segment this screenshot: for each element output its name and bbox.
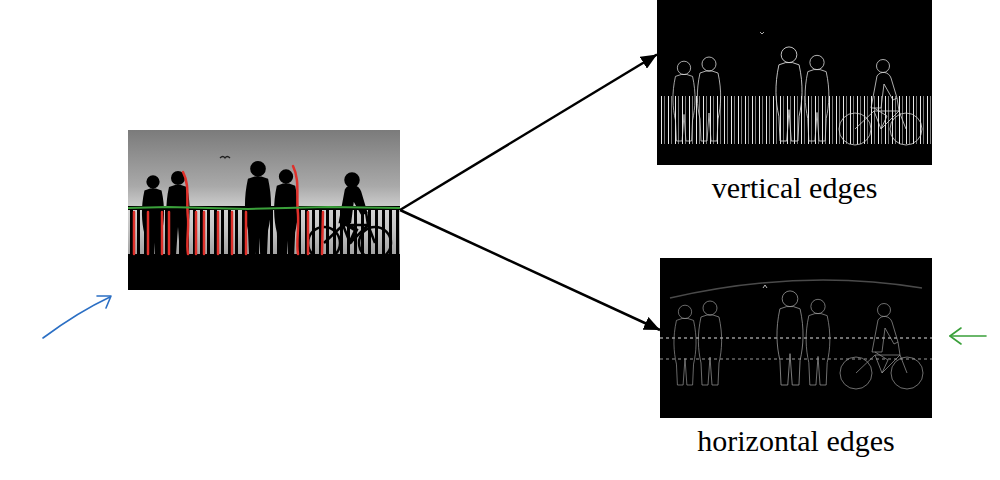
image-area (657, 0, 932, 165)
illustration-shape (346, 174, 359, 187)
green-annotation-arrow (950, 328, 986, 344)
illustration-shape (673, 61, 695, 141)
arrow-connector (400, 54, 657, 210)
illustration-shape (97, 296, 111, 308)
edge-lines (670, 280, 922, 298)
illustration-shape (697, 57, 720, 141)
illustration-shape (950, 335, 986, 337)
illustration-shape (293, 166, 298, 254)
blue-annotation-arrow (43, 296, 111, 338)
image-panel: vertical edges (657, 0, 932, 206)
edge-lines (660, 338, 932, 359)
red-annotation (134, 166, 323, 254)
caption-text: vertical edges (712, 171, 878, 206)
illustration-shape (274, 169, 298, 255)
illustration-shape (659, 32, 931, 145)
image-ground (660, 258, 932, 418)
bird (220, 157, 230, 159)
illustration-shape (183, 172, 188, 254)
illustration-shape (698, 301, 721, 385)
photo-panel (128, 130, 400, 290)
illustration-shape (805, 55, 829, 141)
image-ground (657, 0, 932, 165)
green-annotation (128, 207, 400, 209)
image-caption: vertical edges (657, 165, 932, 206)
image-panel: horizontal edges (660, 258, 932, 459)
illustration-shape (340, 186, 366, 222)
illustration-shape (760, 32, 764, 34)
illustration-shape (674, 305, 696, 385)
illustration-shape (777, 291, 803, 385)
caption-text: horizontal edges (697, 424, 894, 459)
edge-outlines (674, 291, 923, 389)
image-area (660, 258, 932, 418)
illustration-shape (806, 299, 830, 385)
illustration-shape (776, 47, 802, 141)
horizontal-edge-image (660, 258, 932, 418)
silhouette-photo (128, 130, 400, 290)
illustration-shape (839, 60, 922, 146)
vertical-edge-image (657, 0, 932, 165)
edge-outlines (673, 47, 922, 145)
illustration-shape (660, 358, 932, 359)
ground (128, 254, 400, 290)
illustration-shape (343, 222, 356, 243)
arrow-connector (400, 210, 660, 330)
cyclist (308, 174, 391, 260)
image-area (128, 130, 400, 290)
image-caption: horizontal edges (660, 418, 932, 459)
illustration-shape (950, 328, 961, 344)
illustration-shape (142, 175, 164, 255)
illustration-shape (763, 285, 767, 288)
illustration-shape (43, 297, 110, 338)
sky (128, 130, 400, 290)
illustration-shape (134, 212, 323, 254)
illustration-shape (840, 304, 923, 390)
